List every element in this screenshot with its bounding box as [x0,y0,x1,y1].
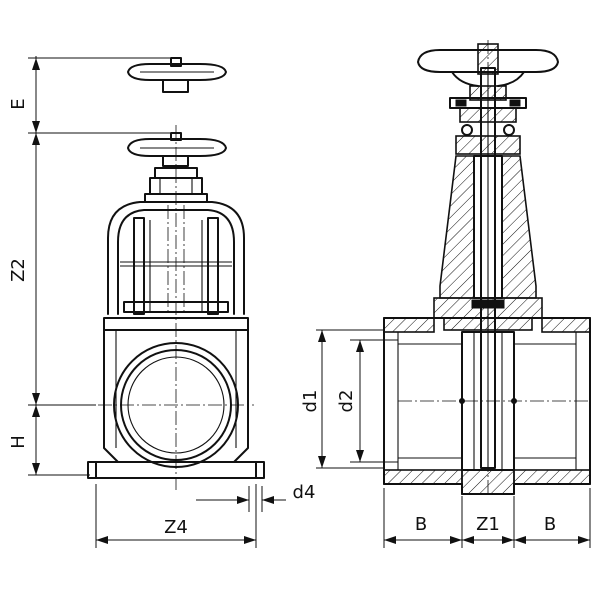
handwheel [127,132,227,167]
dimension-label-d4: d4 [293,482,316,503]
section-view: d1 d2 B Z1 B [300,40,591,548]
dimension-B-Z1-B [383,488,591,548]
dimension-d1-d2 [316,329,398,469]
dimension-Z4 [95,484,257,548]
section-body [383,317,591,495]
dimension-label-d2: d2 [336,390,357,413]
handwheel-raised [127,57,227,93]
dimension-label-Z1: Z1 [476,514,500,535]
front-view: E Z2 H Z4 d4 [8,56,315,548]
dimension-label-B-right: B [544,514,556,535]
dimension-chain-left [28,56,170,476]
section-bonnet [439,155,537,299]
dimension-label-H: H [8,435,29,449]
dimension-label-B-left: B [415,514,427,535]
dimension-label-Z4: Z4 [164,517,188,538]
valve-body-front [87,125,265,490]
dimension-label-E: E [8,98,29,109]
dimension-d4 [196,486,286,512]
dimension-label-d1: d1 [300,390,321,413]
dimension-label-Z2: Z2 [8,258,29,282]
